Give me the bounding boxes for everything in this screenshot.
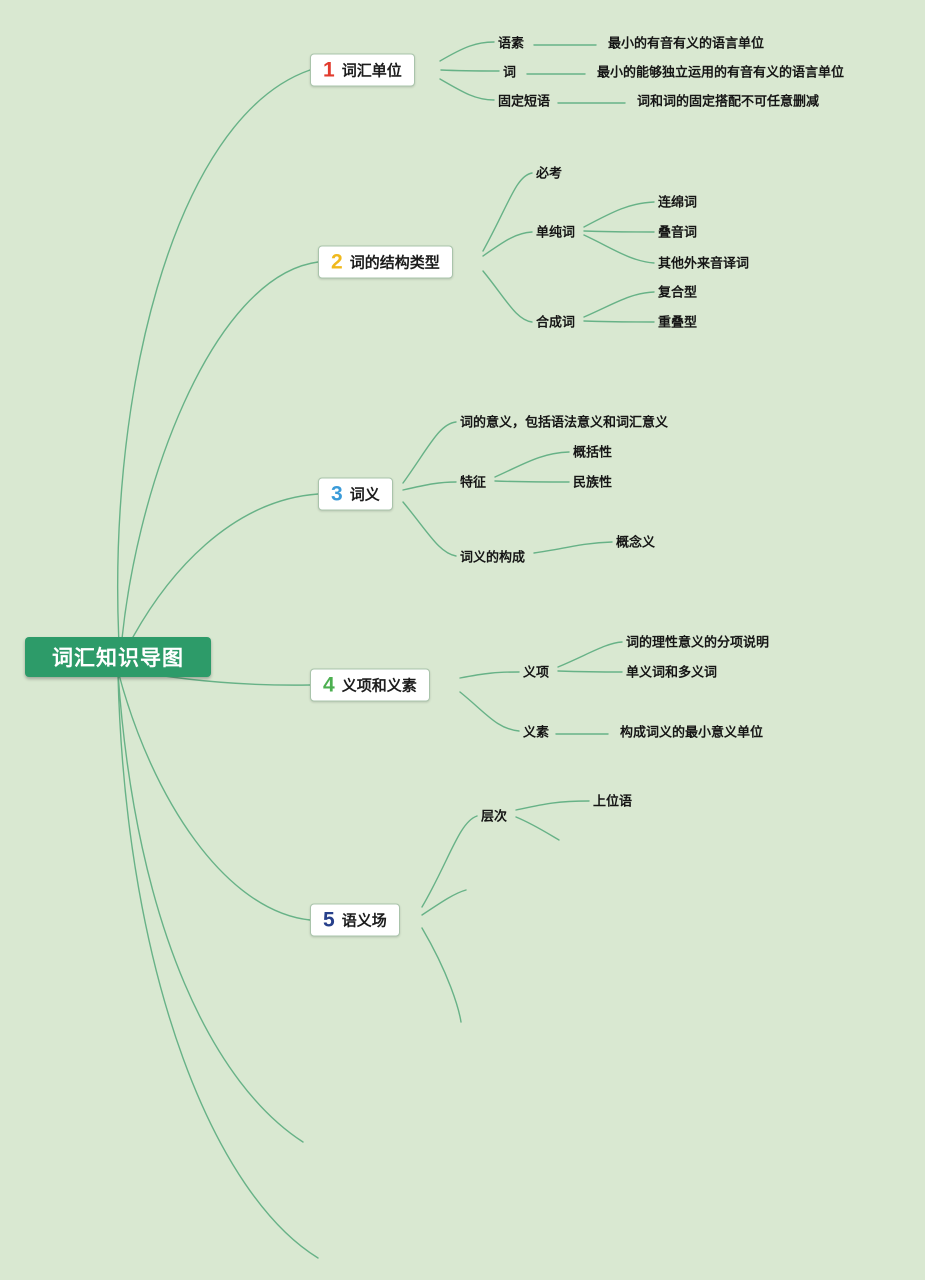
- branch-4-number: 4: [323, 673, 335, 697]
- edge: [459, 671, 520, 679]
- leaf-node: 义项: [523, 664, 550, 680]
- edge: [557, 641, 623, 668]
- leaf-node: 固定短语: [498, 93, 551, 109]
- desc-node: 词和词的固定搭配不可任意删减: [637, 93, 820, 109]
- edge: [482, 270, 533, 323]
- branch-5-label: 语义场: [341, 912, 387, 930]
- leaf-node: 叠音词: [658, 224, 698, 240]
- desc-node: 最小的能够独立运用的有音有义的语言单位: [597, 64, 845, 80]
- branch-5-number: 5: [323, 908, 335, 932]
- leaf-node: 词义的构成: [460, 549, 526, 565]
- leaf-node: 单纯词: [536, 224, 576, 240]
- edge: [583, 291, 655, 318]
- edge: [421, 815, 478, 908]
- leaf-node: 其他外来音译词: [658, 255, 750, 271]
- edge: [421, 927, 462, 1023]
- leaf-node: 必考: [536, 165, 563, 181]
- edge: [557, 670, 623, 673]
- leaf-node: 连绵词: [658, 194, 698, 210]
- branch-3-label: 词义: [349, 486, 380, 504]
- edge: [583, 234, 655, 264]
- leaf-node: 合成词: [536, 314, 576, 330]
- branch-3-number: 3: [331, 482, 343, 506]
- edge: [583, 201, 655, 228]
- edge-root-lower-2: [117, 674, 319, 1259]
- edge: [402, 421, 457, 484]
- branch-2-label: 词的结构类型: [349, 254, 440, 272]
- edge: [482, 231, 533, 257]
- edge-root-lower-1: [117, 672, 304, 1143]
- leaf-node: 民族性: [573, 474, 613, 490]
- branch-node-3: 3 词义: [318, 477, 393, 511]
- edge: [494, 451, 570, 478]
- leaf-node: 概念义: [616, 534, 656, 550]
- edge: [402, 481, 457, 491]
- edge: [482, 172, 533, 252]
- edge-root-branch2: [119, 261, 319, 663]
- branch-node-5: 5 语义场: [310, 903, 400, 937]
- edge-root-branch5: [117, 670, 311, 921]
- leaf-node: 词的理性意义的分项说明: [626, 634, 770, 650]
- edge: [402, 501, 457, 557]
- edge-root-branch3: [119, 493, 319, 663]
- edge: [440, 69, 500, 72]
- leaf-node: 语素: [498, 35, 525, 51]
- branch-node-4: 4 义项和义素: [310, 668, 430, 702]
- desc-node: 构成词义的最小意义单位: [620, 724, 764, 740]
- edge-root-branch1: [117, 69, 311, 663]
- leaf-node: 词: [503, 64, 517, 80]
- leaf-node: 词的意义，包括语法意义和词汇意义: [460, 414, 669, 430]
- leaf-node: 单义词和多义词: [626, 664, 718, 680]
- edge: [421, 889, 467, 916]
- leaf-node: 复合型: [658, 284, 698, 300]
- edge: [533, 541, 613, 554]
- branch-4-label: 义项和义素: [341, 677, 417, 695]
- edge: [583, 320, 655, 323]
- edge: [439, 78, 495, 101]
- leaf-node: 上位语: [593, 793, 633, 809]
- desc-node: 最小的有音有义的语言单位: [608, 35, 765, 51]
- leaf-node: 层次: [481, 808, 508, 824]
- branch-1-number: 1: [323, 58, 335, 82]
- edge: [494, 480, 570, 483]
- leaf-node: 特征: [460, 474, 487, 490]
- branch-node-1: 1 词汇单位: [310, 53, 415, 87]
- leaf-node: 概括性: [573, 444, 613, 460]
- edge: [583, 230, 655, 233]
- branch-2-number: 2: [331, 250, 343, 274]
- leaf-node: 重叠型: [658, 314, 698, 330]
- leaf-node: 义素: [523, 724, 550, 740]
- branch-node-2: 2 词的结构类型: [318, 245, 453, 279]
- edge: [515, 816, 560, 841]
- root-node: 词汇知识导图: [25, 637, 211, 677]
- edge: [439, 41, 495, 62]
- edge: [515, 800, 590, 811]
- branch-1-label: 词汇单位: [341, 62, 402, 80]
- edge: [459, 691, 520, 732]
